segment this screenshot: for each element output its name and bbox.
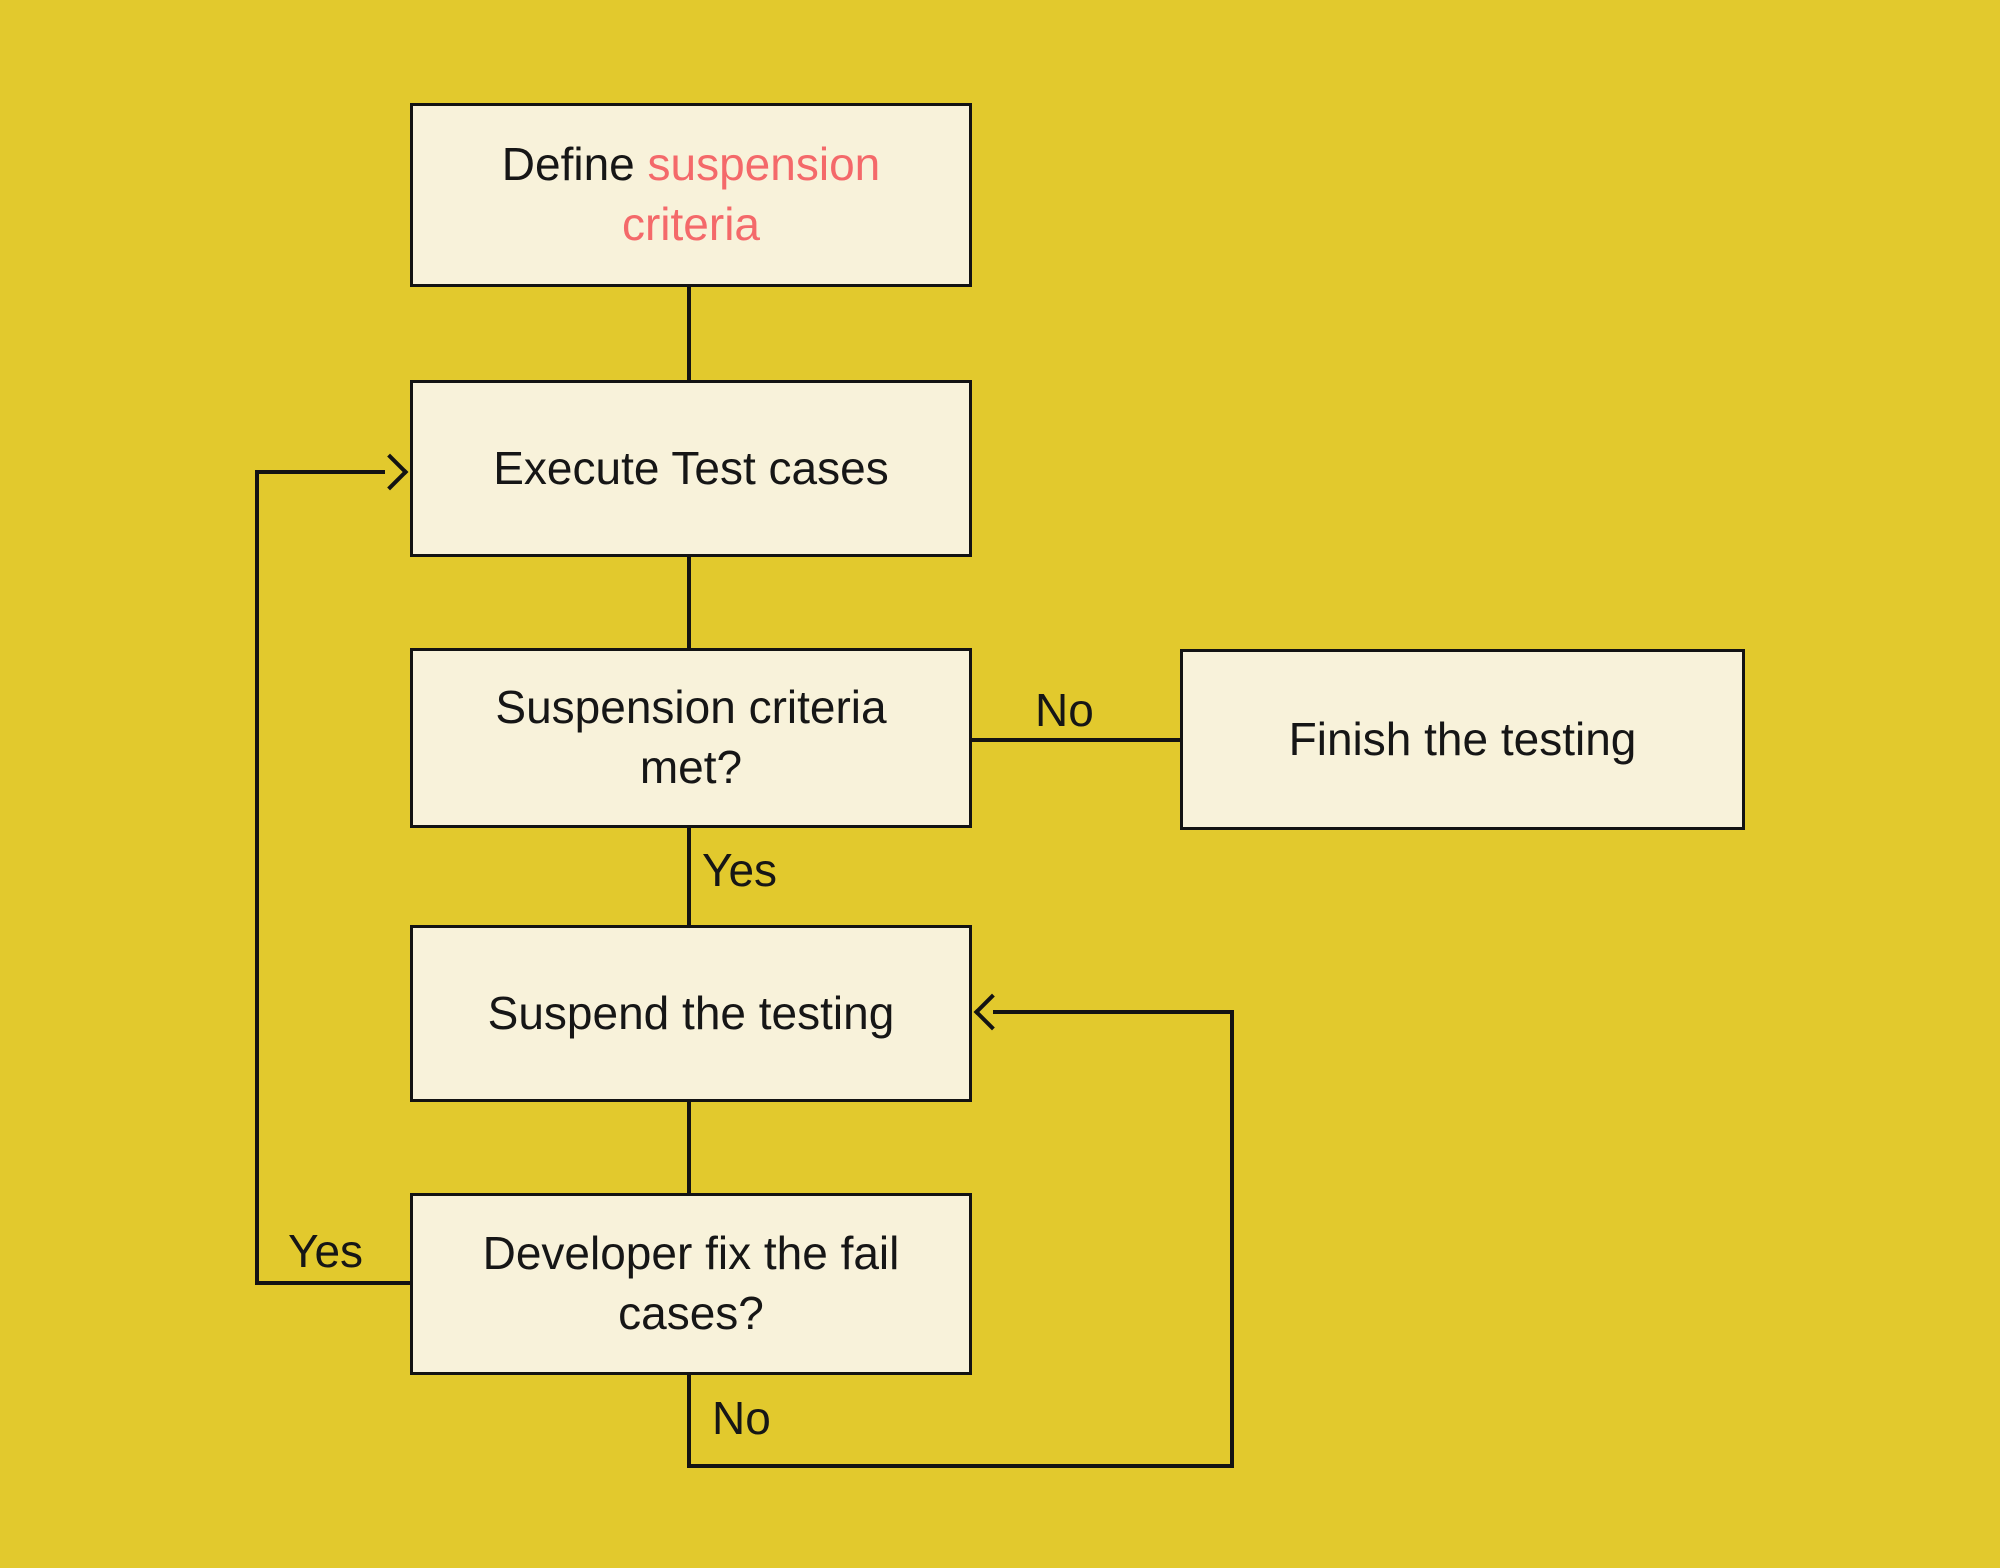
connector-developer-loop-right-bottom	[687, 1464, 1234, 1468]
connector-suspend-developer	[687, 1100, 691, 1195]
connector-developer-loop-right-vertical	[1230, 1012, 1234, 1468]
edge-label-yes-to-suspend: Yes	[702, 844, 778, 896]
connector-criteria-suspend	[687, 826, 691, 927]
connector-criteria-finish	[970, 738, 1182, 742]
connector-developer-loop-left-vertical	[255, 470, 259, 1285]
node-define-label: Define suspension criteria	[452, 135, 930, 255]
node-define-prefix-text: Define	[501, 138, 635, 191]
node-define-suspension-criteria: Define suspension criteria	[410, 103, 972, 287]
node-suspend-label: Suspend the testing	[487, 986, 895, 1039]
node-execute-label: Execute Test cases	[493, 441, 889, 494]
connector-define-execute	[687, 285, 691, 382]
node-finish-label: Finish the testing	[1288, 712, 1637, 765]
node-developer-fix-fail-cases: Developer fix the fail cases?	[410, 1193, 972, 1375]
arrowhead-into-suspend	[973, 993, 1011, 1031]
arrowhead-into-execute	[371, 453, 409, 491]
connector-developer-loop-right-down	[687, 1373, 691, 1468]
edge-label-no-loop-to-suspend: No	[712, 1392, 771, 1444]
edge-label-yes-loop-to-execute: Yes	[288, 1225, 364, 1277]
node-execute-test-cases: Execute Test cases	[410, 380, 972, 557]
connector-developer-loop-right-top	[993, 1010, 1234, 1014]
node-suspend-the-testing: Suspend the testing	[410, 925, 972, 1102]
node-define-highlight-text: suspension criteria	[621, 138, 881, 250]
edge-label-no-to-finish: No	[1035, 684, 1094, 736]
connector-developer-loop-left-bottom	[255, 1281, 412, 1285]
node-finish-the-testing: Finish the testing	[1180, 649, 1745, 830]
node-developer-label: Developer fix the fail cases?	[482, 1227, 900, 1339]
connector-developer-loop-left-top	[255, 470, 385, 474]
node-criteria-label: Suspension criteria met?	[495, 681, 887, 793]
connector-execute-criteria	[687, 555, 691, 650]
node-suspension-criteria-met: Suspension criteria met?	[410, 648, 972, 828]
